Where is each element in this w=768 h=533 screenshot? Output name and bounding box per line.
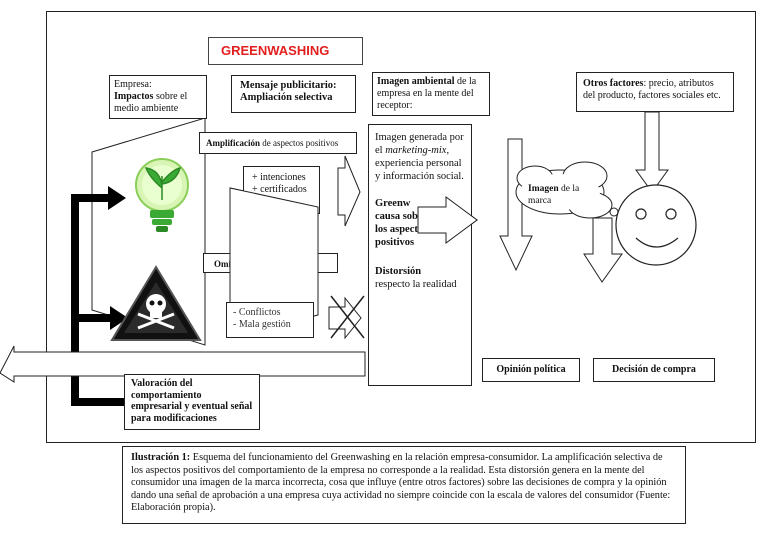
conflictos-box: - Conflictos - Mala gestión <box>226 302 314 338</box>
imagen-ambiental-bold: Imagen ambiental <box>377 76 455 87</box>
conflictos-item: - Mala gestión <box>233 319 291 330</box>
mensaje-line2: Ampliación selectiva <box>240 92 333 103</box>
feedback-arrow <box>71 194 125 406</box>
page-title: GREENWASHING <box>221 43 330 58</box>
mensaje-line1: Mensaje publicitario: <box>240 80 337 91</box>
otros-rest: : precio, atributos del producto, factor… <box>583 78 721 101</box>
greenwash-b: causa sobrepeso de los aspectos positivo… <box>375 211 460 248</box>
otros-factores-box: Otros factores: precio, atributos del pr… <box>576 72 734 112</box>
distorsion-title: Distorsión <box>375 266 422 277</box>
empresa-bold: Impactos <box>114 91 154 102</box>
imagen-marca-rest: de la marca <box>528 184 580 206</box>
imagen-generada-italic: marketing-mix <box>385 145 447 156</box>
amplificacion-rest: de aspectos positivos <box>260 138 339 148</box>
down-arrow-left <box>499 138 533 272</box>
opinion-box: Opinión política <box>482 358 580 382</box>
amplify-right-arrow <box>337 155 361 227</box>
valoracion-box: Valoración del comportamiento empresaria… <box>124 374 260 430</box>
smiley-face-icon <box>615 184 697 266</box>
intenciones-item: + certificados <box>252 184 307 195</box>
distorsion-block: Distorsión respecto la realidad <box>375 265 465 291</box>
otros-bold: Otros factores <box>583 78 644 89</box>
caption-text: Esquema del funcionamiento del Greenwash… <box>131 452 671 514</box>
conflictos-item: - Conflictos <box>233 307 281 318</box>
return-arrow <box>0 345 366 383</box>
intenciones-item: + intenciones <box>252 172 306 183</box>
empresa-label: Empresa: <box>114 79 152 90</box>
amplificacion-bold: Amplificación <box>206 138 260 148</box>
greenwash-text: Greenw causa sobrepeso de los aspectos p… <box>375 197 465 249</box>
distorsion-text: respecto la realidad <box>375 279 457 290</box>
skull-hazard-icon <box>110 265 202 341</box>
caption-box: Ilustración 1: Esquema del funcionamient… <box>122 446 686 524</box>
opinion-text: Opinión política <box>496 364 566 375</box>
empresa-rest: sobre el medio ambiente <box>114 91 188 114</box>
imagen-generada-text: Imagen generada por el marketing-mix, ex… <box>375 131 465 183</box>
imagen-generada-pre: Imagen generada por el <box>375 132 464 156</box>
blocked-right-arrow <box>328 296 362 340</box>
empresa-box: Empresa: Impactos sobre el medio ambient… <box>109 75 207 119</box>
decision-text: Decisión de compra <box>612 364 696 375</box>
imagen-marca-label: Imagen de la marca <box>528 183 588 207</box>
down-arrow-cloud <box>583 217 623 283</box>
feedback-arrow-head-mid <box>110 306 128 330</box>
imagen-ambiental-box: Imagen ambiental de la empresa en la men… <box>372 72 490 116</box>
imagen-generada-box: Imagen generada por el marketing-mix, ex… <box>368 124 472 386</box>
imagen-marca-bold: Imagen <box>528 184 559 194</box>
decision-box: Decisión de compra <box>593 358 715 382</box>
amplificacion-box: Amplificación de aspectos positivos <box>199 132 357 154</box>
omision-left: Omi <box>214 259 231 269</box>
caption-label: Ilustración 1: <box>131 452 191 463</box>
green-lightbulb-icon <box>135 158 189 232</box>
valoracion-text: Valoración del comportamiento empresaria… <box>131 378 253 424</box>
imagen-ambiental-rest: de la empresa en la mente del receptor: <box>377 76 477 111</box>
greenwash-a: Greenw <box>375 198 411 209</box>
imagen-generada-post: , experiencia personal y información soc… <box>375 145 464 182</box>
mensaje-box: Mensaje publicitario: Ampliación selecti… <box>231 75 356 113</box>
title-box: GREENWASHING <box>208 37 363 65</box>
down-arrow-otros <box>635 111 669 193</box>
feedback-arrow-head-top <box>108 186 126 210</box>
